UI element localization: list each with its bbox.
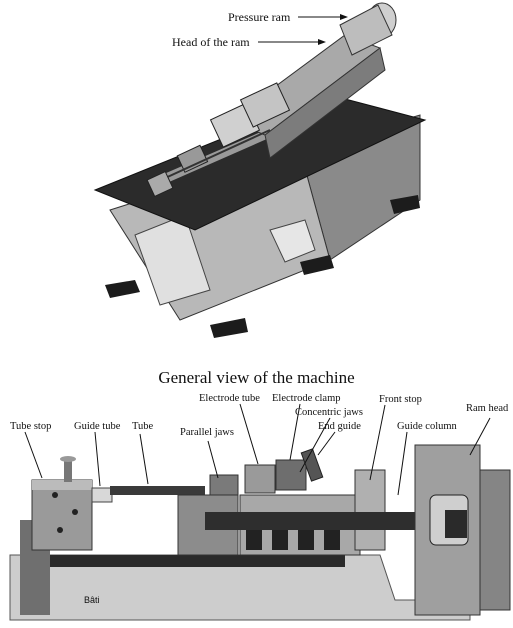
tube-stop-label: Tube stop — [10, 421, 52, 432]
parallel-jaws-label: Parallel jaws — [180, 427, 234, 438]
figure-caption: General view of the machine — [158, 368, 355, 387]
head-of-ram-label: Head of the ram — [172, 35, 250, 49]
end-guide-label: End guide — [318, 421, 361, 432]
guide-tube-label: Guide tube — [74, 421, 121, 432]
electrode-clamp-label: Electrode clamp — [272, 393, 341, 404]
tube-label: Tube — [132, 421, 154, 432]
bati-label: Bâti — [84, 595, 100, 605]
pressure-ram-label: Pressure ram — [228, 10, 291, 24]
guide-column-label: Guide column — [397, 421, 457, 432]
electrode-tube-label: Electrode tube — [199, 393, 260, 404]
top-machine-drawing — [93, 2, 427, 338]
bottom-leader-lines — [24, 403, 491, 496]
concentric-jaws-label: Concentric jaws — [295, 407, 363, 418]
ram-head-label: Ram head — [466, 403, 509, 414]
bottom-machine-drawing — [9, 444, 511, 621]
front-stop-label: Front stop — [379, 394, 422, 405]
